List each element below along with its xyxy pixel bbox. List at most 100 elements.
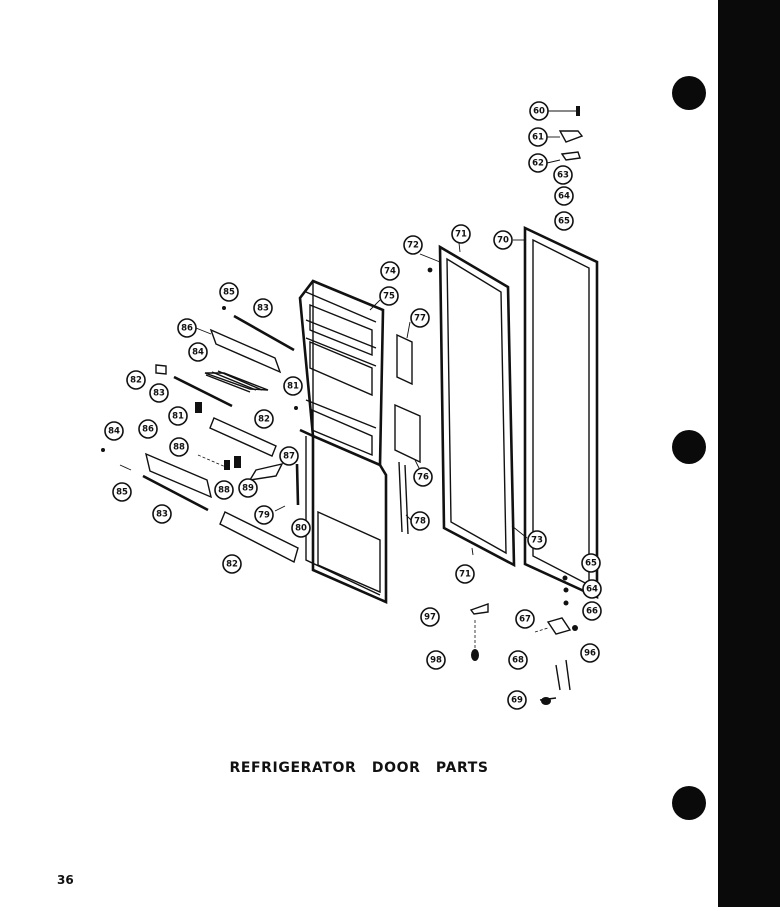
callout-number: 64: [558, 192, 570, 202]
callout-65: 65: [554, 211, 574, 231]
callout-circle: [283, 376, 303, 396]
callout-circle: [238, 478, 258, 498]
callout-number: 86: [181, 324, 193, 334]
callout-circle: [149, 383, 169, 403]
callout-circle: [420, 607, 440, 627]
callout-number: 61: [532, 133, 544, 143]
binder-hole-top: [672, 76, 706, 110]
callout-circle: [529, 101, 549, 121]
callout-circle: [279, 446, 299, 466]
callout-88: 88: [214, 480, 234, 500]
callout-75: 75: [379, 286, 399, 306]
callout-labels: 6061626364657271707475778583868482838181…: [104, 101, 602, 710]
callout-circle: [426, 650, 446, 670]
callout-circle: [168, 406, 188, 426]
callout-number: 97: [424, 613, 436, 623]
callout-84: 84: [104, 421, 124, 441]
callout-82: 82: [126, 370, 146, 390]
callout-70: 70: [493, 230, 513, 250]
callout-68: 68: [508, 650, 528, 670]
callout-number: 82: [130, 376, 142, 386]
callout-64: 64: [582, 579, 602, 599]
screw-part-74: [427, 267, 433, 273]
callout-74: 74: [380, 261, 400, 281]
callout-number: 77: [414, 314, 426, 324]
callout-number: 83: [153, 389, 165, 399]
callout-60: 60: [529, 101, 549, 121]
callout-64: 64: [554, 186, 574, 206]
callout-circle: [177, 318, 197, 338]
diagram-caption: REFRIGERATOR DOOR PARTS: [229, 760, 489, 776]
callout-number: 96: [584, 649, 596, 659]
callout-number: 74: [384, 267, 396, 277]
callout-number: 98: [430, 656, 442, 666]
callout-circle: [138, 419, 158, 439]
callout-78: 78: [410, 511, 430, 531]
callout-circle: [507, 690, 527, 710]
callout-number: 84: [192, 348, 204, 358]
page-number: 36: [57, 873, 74, 887]
callout-83: 83: [253, 298, 273, 318]
door-components-center: [394, 321, 421, 535]
door-shelves-left: [101, 306, 300, 564]
callout-84: 84: [188, 342, 208, 362]
callout-82: 82: [254, 409, 274, 429]
callout-69: 69: [507, 690, 527, 710]
callout-82: 82: [222, 554, 242, 574]
callout-number: 89: [242, 484, 254, 494]
callout-circle: [582, 601, 602, 621]
callout-circle: [515, 609, 535, 629]
callout-circle: [254, 505, 274, 525]
callout-circle: [410, 308, 430, 328]
callout-62: 62: [528, 153, 548, 173]
callout-number: 82: [258, 415, 270, 425]
callout-86: 86: [138, 419, 158, 439]
callout-number: 64: [586, 585, 598, 595]
callout-circle: [413, 467, 433, 487]
callout-circle: [581, 553, 601, 573]
callout-number: 83: [156, 510, 168, 520]
callout-63: 63: [553, 165, 573, 185]
callout-number: 86: [142, 425, 154, 435]
callout-circle: [379, 286, 399, 306]
callout-71: 71: [451, 224, 471, 244]
callout-number: 85: [116, 488, 128, 498]
callout-71: 71: [455, 564, 475, 584]
callout-79: 79: [254, 505, 274, 525]
inner-door-liner: [298, 279, 388, 604]
callout-85: 85: [112, 482, 132, 502]
callout-circle: [219, 282, 239, 302]
callout-number: 65: [585, 559, 597, 569]
callout-number: 69: [511, 696, 523, 706]
binder-hole-bottom: [672, 786, 706, 820]
callout-number: 85: [223, 288, 235, 298]
callout-circle: [582, 579, 602, 599]
callout-73: 73: [527, 530, 547, 550]
callout-circle: [126, 370, 146, 390]
callout-72: 72: [403, 235, 423, 255]
callout-number: 68: [512, 656, 524, 666]
callout-circle: [580, 643, 600, 663]
callout-81: 81: [168, 406, 188, 426]
callout-circle: [527, 530, 547, 550]
callout-98: 98: [426, 650, 446, 670]
callout-85: 85: [219, 282, 239, 302]
callout-number: 81: [172, 412, 184, 422]
callout-number: 88: [218, 486, 230, 496]
callout-number: 72: [407, 241, 419, 251]
callout-number: 83: [257, 304, 269, 314]
callout-circle: [152, 504, 172, 524]
callout-number: 84: [108, 427, 120, 437]
callout-number: 60: [533, 107, 545, 117]
callout-circle: [222, 554, 242, 574]
page-edge-bar: [718, 0, 780, 907]
callout-65: 65: [581, 553, 601, 573]
callout-number: 78: [414, 517, 426, 527]
outer-door-panel: [513, 225, 599, 600]
callout-circle: [455, 564, 475, 584]
callout-89: 89: [238, 478, 258, 498]
door-liner-panel: [419, 242, 528, 568]
callout-number: 65: [558, 217, 570, 227]
callout-96: 96: [580, 643, 600, 663]
